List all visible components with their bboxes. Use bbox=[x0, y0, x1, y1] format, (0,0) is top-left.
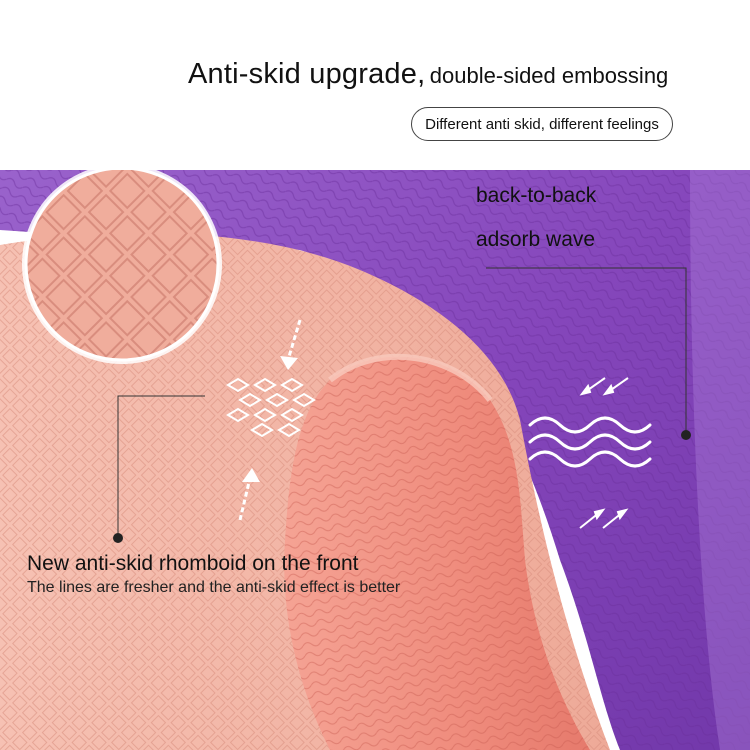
headline-main: Anti-skid upgrade, bbox=[188, 58, 426, 90]
headline: Anti-skid upgrade, double-sided embossin… bbox=[188, 58, 718, 91]
feature-pill-text: Different anti skid, different feelings bbox=[425, 115, 659, 133]
front-callout-leader bbox=[117, 395, 205, 538]
wave-icon bbox=[528, 416, 652, 468]
arrows-in-icon bbox=[579, 377, 629, 529]
rhomboid-icon bbox=[226, 377, 316, 438]
arrow-down-icon bbox=[280, 319, 302, 370]
right-callout-leader bbox=[486, 267, 687, 432]
front-callout-title: New anti-skid rhomboid on the front bbox=[27, 552, 359, 575]
right-callout-dot bbox=[681, 430, 691, 440]
front-callout-dot bbox=[113, 533, 123, 543]
yoga-mat-photo bbox=[0, 170, 750, 750]
right-callout-line2: adsorb wave bbox=[476, 228, 596, 251]
feature-pill: Different anti skid, different feelings bbox=[411, 107, 673, 141]
front-callout-subtitle: The lines are fresher and the anti-skid … bbox=[27, 579, 401, 596]
right-callout-line1: back-to-back bbox=[476, 184, 597, 207]
headline-secondary: double-sided embossing bbox=[429, 63, 669, 88]
arrow-up-icon bbox=[238, 468, 260, 521]
